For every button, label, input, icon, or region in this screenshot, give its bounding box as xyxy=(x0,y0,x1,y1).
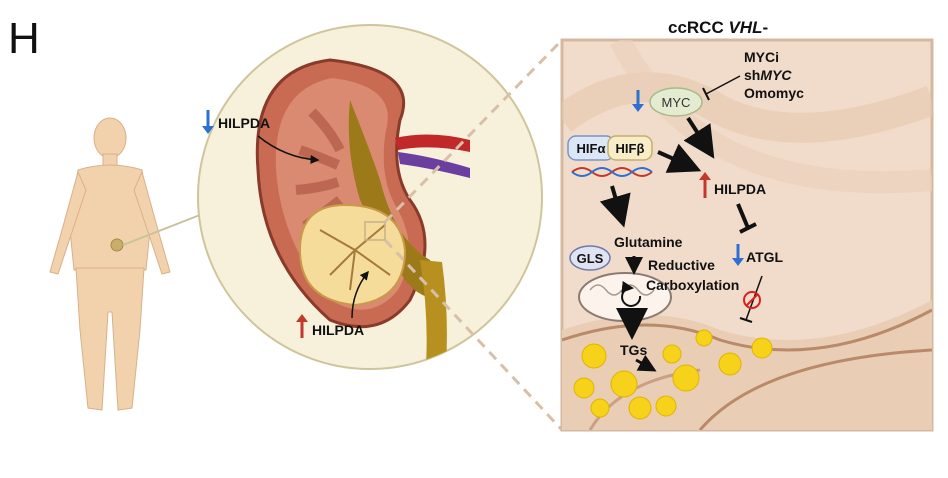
tca-cycle-arrow xyxy=(621,281,642,307)
label-shmyc: shMYC xyxy=(744,67,792,83)
label-hif-beta: HIFβ xyxy=(616,141,645,156)
pointer-tumor xyxy=(351,270,369,319)
human-figure xyxy=(49,117,171,411)
up-arrowhead-hilpda xyxy=(699,172,711,180)
kidney-illustration xyxy=(255,58,470,369)
label-glutamine: Glutamine xyxy=(614,234,683,250)
arrow-myc-hilpda xyxy=(683,116,715,159)
down-arrowhead-atgl xyxy=(732,258,744,266)
label-atgl: ATGL xyxy=(746,249,784,265)
label-tgs: TGs xyxy=(620,342,647,358)
title-prefix: ccRCC xyxy=(668,18,729,37)
blocked-icon xyxy=(743,291,761,309)
label-omomyc: Omomyc xyxy=(744,85,804,101)
label-carboxylation: Carboxylation xyxy=(646,277,739,293)
dna-helix xyxy=(571,167,653,177)
zoom-line-bottom xyxy=(383,238,564,432)
inhibit-bar-atgl xyxy=(739,222,757,234)
inhibit-bar-lipolysis xyxy=(739,317,753,323)
panel-letter: H xyxy=(8,14,40,63)
title-gene: VHL xyxy=(728,18,763,37)
label-myci: MYCi xyxy=(744,49,779,65)
title-suffix: - xyxy=(762,18,769,37)
label-hif-alpha: HIFα xyxy=(577,141,606,156)
label-myc: MYC xyxy=(662,95,691,110)
label-hilpda-pathway: HILPDA xyxy=(714,181,766,197)
pointer-cortex xyxy=(257,135,320,165)
label-hilpda-tumor: HILPDA xyxy=(312,322,364,338)
lipid-droplets xyxy=(573,329,773,420)
zoom-line-top xyxy=(383,38,564,224)
down-arrowhead-cortex xyxy=(202,126,214,134)
arrow-tgs-lipid xyxy=(635,354,657,372)
down-arrowhead-myc xyxy=(632,104,644,112)
zoom-line-kidney xyxy=(122,212,206,246)
up-arrowhead-tumor xyxy=(296,314,308,322)
blocked-icon-slash xyxy=(745,293,759,307)
label-reductive: Reductive xyxy=(648,257,715,273)
inhibit-line-hilpda-atgl xyxy=(736,203,750,229)
label-gls: GLS xyxy=(577,251,604,266)
label-hilpda-cortex: HILPDA xyxy=(218,115,270,131)
myc-node xyxy=(649,87,703,117)
arrow-hif-gls xyxy=(599,185,631,228)
diagram-title: ccRCC VHL- xyxy=(668,18,768,38)
hif-beta-node xyxy=(607,135,653,161)
inhibit-line-myc xyxy=(705,75,741,95)
label-shmyc-prefix: sh xyxy=(744,67,760,83)
gls-node xyxy=(569,245,611,271)
inhibit-bar-myc xyxy=(702,87,710,101)
kidney-location-marker xyxy=(110,238,124,252)
label-shmyc-gene: MYC xyxy=(760,67,792,83)
arrow-hif-hilpda xyxy=(657,143,702,173)
